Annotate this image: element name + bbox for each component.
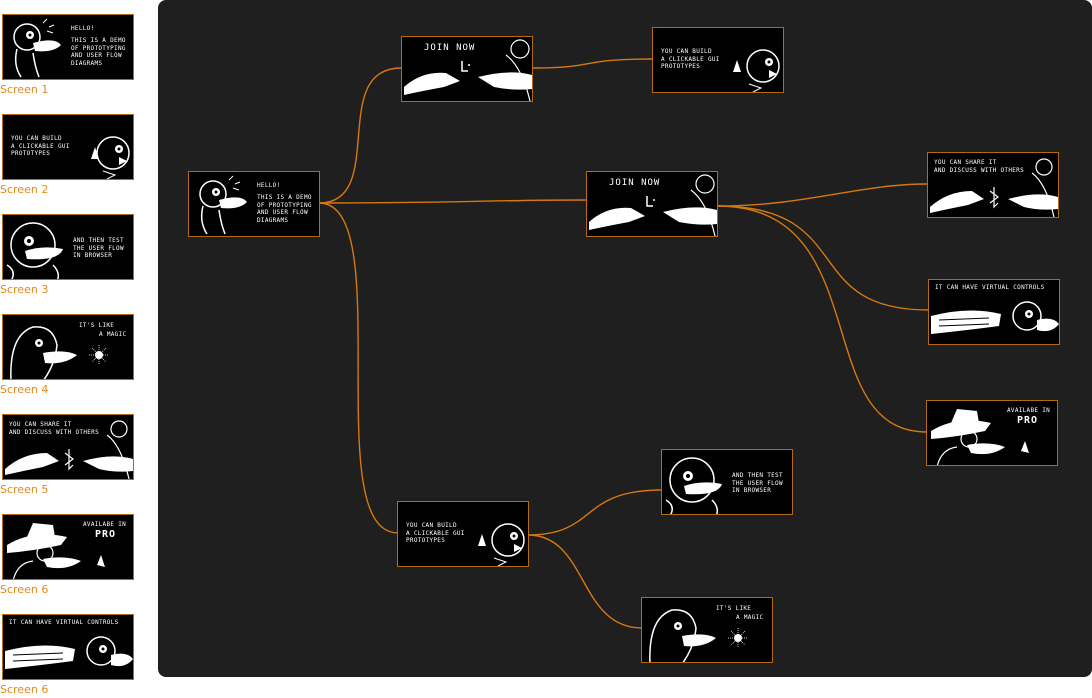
node-hello-start[interactable]: HELLO! THIS IS A DEMO OF PROTOTYPING AND… [188,171,320,237]
duck-hello-icon [199,175,247,235]
screen-thumbnail-1[interactable]: HELLO! THIS IS A DEMO OF PROTOTYPING AND… [2,14,134,80]
pro-text-1: AVAILABE IN [83,521,127,528]
hello-text: HELLO! [71,25,95,32]
screen-label-6[interactable]: Screen 6 [0,583,49,596]
controls-text: IT CAN HAVE VIRTUAL CONTROLS [935,284,1045,291]
duck-hat-icon [7,523,105,579]
link-join-b-to-share [716,183,928,207]
screen-label-5[interactable]: Screen 5 [0,483,49,496]
duck-hello-icon [13,18,61,78]
screen-thumbnail-2[interactable]: YOU CAN BUILD A CLICKABLE GUI PROTOTYPES [2,114,134,180]
link-start-to-build-b [318,202,399,534]
link-start-to-join-b [318,199,588,204]
share-text: YOU CAN SHARE IT AND DISCUSS WITH OTHERS [934,159,1024,174]
join-now-text: JOIN NOW [424,43,476,53]
duck-browser-icon [6,222,63,279]
node-share[interactable]: YOU CAN SHARE IT AND DISCUSS WITH OTHERS [927,152,1059,218]
node-pro[interactable]: AVAILABE IN PRO [926,400,1058,466]
link-build-b-to-test [527,489,663,536]
screen-label-7[interactable]: Screen 6 [0,683,49,696]
hands-bluetooth-icon [930,158,1058,217]
join-now-text: JOIN NOW [609,178,661,188]
build-text: YOU CAN BUILD A CLICKABLE GUI PROTOTYPES [11,135,70,157]
test-text: AND THEN TEST THE USER FLOW IN BROWSER [732,472,783,494]
screen-thumbnail-6[interactable]: AVAILABE IN PRO [2,514,134,580]
magic-text-2: A MAGIC [99,331,127,338]
screen-label-2[interactable]: Screen 2 [0,183,49,196]
node-controls[interactable]: IT CAN HAVE VIRTUAL CONTROLS [928,279,1060,345]
screen-thumbnail-4[interactable]: IT'S LIKE A MAGIC [2,314,134,380]
magic-text-2: A MAGIC [736,614,764,621]
share-text: YOU CAN SHARE IT AND DISCUSS WITH OTHERS [9,421,99,436]
link-join-b-to-controls [716,205,930,311]
hands-join-icon [404,39,532,101]
screens-sidebar: HELLO! THIS IS A DEMO OF PROTOTYPING AND… [0,0,150,698]
duck-thumbsup-icon [478,523,525,566]
demo-text: THIS IS A DEMO OF PROTOTYPING AND USER F… [257,194,312,224]
node-magic[interactable]: IT'S LIKE A MAGIC [641,597,773,663]
link-start-to-join-a [318,67,402,204]
demo-text: THIS IS A DEMO OF PROTOTYPING AND USER F… [71,37,126,67]
hello-text: HELLO! [257,182,281,189]
screen-thumbnail-7[interactable]: IT CAN HAVE VIRTUAL CONTROLS [2,614,134,680]
duck-magic-icon [10,326,109,379]
flow-connections [318,58,930,629]
duck-magic-icon [649,609,748,662]
node-build-a[interactable]: YOU CAN BUILD A CLICKABLE GUI PROTOTYPES [652,27,784,93]
link-join-b-to-pro [716,205,928,433]
link-build-b-to-magic [527,534,643,629]
link-join-a-to-build-a [531,58,653,69]
flow-diagram-canvas[interactable]: HELLO! THIS IS A DEMO OF PROTOTYPING AND… [158,0,1092,677]
pro-text-2: PRO [1017,415,1039,426]
duck-thumbsup-icon [733,49,780,92]
pro-text-2: PRO [95,529,117,540]
screen-label-1[interactable]: Screen 1 [0,83,49,96]
node-test[interactable]: AND THEN TEST THE USER FLOW IN BROWSER [661,449,793,515]
magic-text-1: IT'S LIKE [79,322,115,329]
pro-text-1: AVAILABE IN [1007,407,1051,414]
screen-thumbnail-3[interactable]: AND THEN TEST THE USER FLOW IN BROWSER [2,214,134,280]
node-join-now-a[interactable]: JOIN NOW [401,36,533,102]
duck-browser-icon [665,457,722,514]
screen-label-3[interactable]: Screen 3 [0,283,49,296]
duck-controls-icon [5,636,133,669]
magic-text-1: IT'S LIKE [716,605,752,612]
screen-thumbnail-5[interactable]: YOU CAN SHARE IT AND DISCUSS WITH OTHERS [2,414,134,480]
duck-hat-icon [931,409,1029,465]
node-build-b[interactable]: YOU CAN BUILD A CLICKABLE GUI PROTOTYPES [397,501,529,567]
screen-label-4[interactable]: Screen 4 [0,383,49,396]
duck-thumbsup-icon [91,136,130,179]
node-join-now-b[interactable]: JOIN NOW [586,171,718,237]
duck-controls-icon [931,301,1059,334]
hands-bluetooth-icon [5,420,133,479]
controls-text: IT CAN HAVE VIRTUAL CONTROLS [9,619,119,626]
build-text: YOU CAN BUILD A CLICKABLE GUI PROTOTYPES [406,522,465,544]
test-text: AND THEN TEST THE USER FLOW IN BROWSER [73,237,124,259]
hands-join-icon [589,174,717,236]
build-text: YOU CAN BUILD A CLICKABLE GUI PROTOTYPES [661,48,720,70]
